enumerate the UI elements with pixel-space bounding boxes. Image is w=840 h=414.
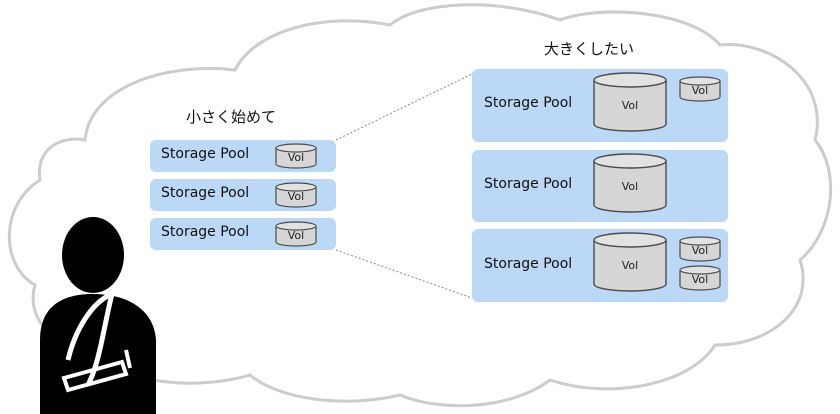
volume-label: Vol [691, 84, 709, 97]
connector-line-bottom [335, 249, 473, 299]
volume-label: Vol [287, 151, 305, 164]
pool-label: Storage Pool [484, 256, 573, 272]
volume-cylinder-large: Vol [593, 72, 667, 132]
volume-label: Vol [621, 99, 639, 112]
small-group-heading: 小さく始めて [186, 108, 277, 126]
volume-label: Vol [691, 244, 709, 257]
pool-label: Storage Pool [484, 95, 573, 111]
volume-label: Vol [621, 180, 639, 193]
volume-cylinder: Vol [275, 221, 317, 247]
volume-cylinder: Vol [275, 182, 317, 208]
connector-line-top [335, 73, 473, 141]
volume-cylinder: Vol [275, 143, 317, 169]
pool-label: Storage Pool [161, 146, 250, 162]
volume-cylinder-large: Vol [593, 153, 667, 213]
volume-cylinder: Vol [679, 265, 721, 291]
volume-label: Vol [287, 229, 305, 242]
volume-cylinder: Vol [679, 236, 721, 262]
pool-label: Storage Pool [484, 176, 573, 192]
storage-pool-small-1: Storage Pool Vol [150, 140, 336, 172]
volume-label: Vol [287, 190, 305, 203]
storage-pool-large-2: Storage Pool Vol [472, 150, 728, 222]
pool-label: Storage Pool [161, 224, 250, 240]
volume-cylinder-large: Vol [593, 232, 667, 292]
storage-pool-small-3: Storage Pool Vol [150, 218, 336, 250]
volume-label: Vol [691, 273, 709, 286]
volume-label: Vol [621, 259, 639, 272]
volume-cylinder: Vol [679, 76, 721, 102]
storage-pool-large-3: Storage Pool Vol Vol Vol [472, 229, 728, 302]
storage-pool-large-1: Storage Pool Vol Vol [472, 69, 728, 142]
pool-label: Storage Pool [161, 185, 250, 201]
thinking-person-icon [40, 217, 156, 414]
storage-pool-small-2: Storage Pool Vol [150, 179, 336, 211]
large-group-heading: 大きくしたい [544, 40, 635, 58]
